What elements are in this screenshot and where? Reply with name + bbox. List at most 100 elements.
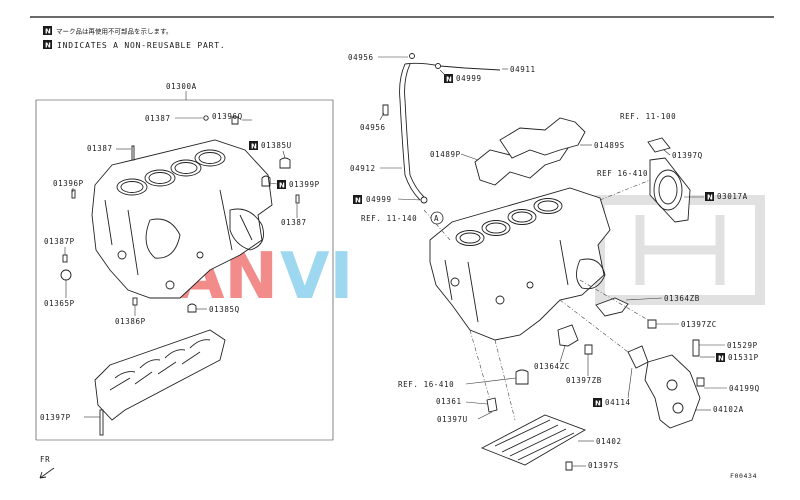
legend-japanese-text: マーク品は再使用不可部品を示します。 — [56, 27, 172, 36]
callout-04999-lower: 04999 — [366, 195, 392, 204]
leader-line — [559, 345, 566, 363]
sensor-ref — [515, 369, 529, 385]
left-small-parts — [60, 115, 300, 313]
watermark-logo-letter — [635, 215, 725, 285]
plug-01387P — [62, 254, 68, 263]
baffle-plate-drawing — [474, 117, 586, 186]
bolt-04956-lower — [382, 104, 389, 116]
leader-line — [663, 149, 671, 156]
small-right-parts — [486, 297, 657, 413]
bolt-01397ZB — [584, 344, 593, 355]
callout-01397Q: 01397Q — [672, 151, 703, 160]
non-reusable-mark — [249, 141, 258, 150]
plug-01385Q — [187, 303, 197, 313]
cap-bolt — [99, 409, 104, 436]
view-marker-a: A — [434, 214, 439, 223]
callout-04956: 04956 — [348, 53, 374, 62]
non-reusable-mark — [277, 180, 286, 189]
callout-01364ZB: 01364ZB — [664, 294, 700, 303]
callout-01399P: 01399P — [289, 180, 320, 189]
leader-line — [282, 150, 286, 159]
non-reusable-mark-letter: N — [707, 194, 713, 202]
plug-01399P — [261, 175, 271, 187]
callout-01387-right: 01387 — [281, 218, 307, 227]
watermark-text-blue: VI — [280, 240, 353, 314]
bearing-cap-drawing — [94, 329, 226, 436]
non-reusable-mark-letter: N — [595, 400, 601, 408]
callout-01489P: 01489P — [430, 150, 461, 159]
alignment-line — [559, 299, 629, 353]
alignment-line — [423, 209, 451, 241]
alignment-line — [579, 279, 649, 321]
left-assembly-frame — [35, 91, 334, 441]
callout-01387: 01387 — [145, 114, 171, 123]
callout-01397S: 01397S — [588, 461, 619, 470]
plug-01385U — [279, 157, 291, 169]
oring-04999-upper — [435, 63, 441, 69]
plug-01387 — [203, 115, 209, 121]
leader-line — [439, 69, 447, 77]
legend-english-text: INDICATES A NON-REUSABLE PART. — [57, 41, 226, 50]
pin-01386P — [132, 297, 138, 306]
non-reusable-mark-letter: N — [251, 143, 257, 151]
leader-line — [269, 182, 278, 185]
alignment-line — [469, 329, 491, 401]
non-reusable-mark-letter: N — [45, 28, 51, 36]
non-reusable-mark — [43, 26, 52, 35]
plug-01397Q — [647, 137, 671, 153]
assembly-frame-box — [35, 99, 334, 441]
non-reusable-mark — [353, 195, 362, 204]
callout-01489S: 01489S — [594, 141, 625, 150]
callout-01387P: 01387P — [44, 237, 75, 246]
callout-04102A: 04102A — [713, 405, 744, 414]
callout-01529P: 01529P — [727, 341, 758, 350]
front-arrow-icon — [39, 467, 55, 479]
leader-line — [465, 377, 517, 385]
leader-line — [627, 367, 633, 399]
oil-seal-drawing — [647, 137, 691, 223]
callout-01361: 01361 — [436, 397, 462, 406]
callout-01397U: 01397U — [437, 415, 468, 424]
bolt-04199Q — [696, 377, 705, 387]
callout-01365P: 01365P — [44, 299, 75, 308]
leader-line — [477, 411, 493, 420]
non-reusable-mark — [716, 353, 725, 362]
non-reusable-mark-letter: N — [279, 182, 285, 190]
right-cylinder-block-drawing — [429, 187, 611, 341]
dipstick-level-gauge — [404, 62, 501, 71]
left-cylinder-block-drawing — [91, 139, 273, 299]
non-reusable-mark — [43, 40, 52, 49]
legend: N マーク品は再使用不可部品を示します。 N INDICATES A NON-R… — [43, 26, 226, 50]
bolt-01387 — [131, 145, 135, 161]
plug-01396Q — [231, 116, 239, 125]
non-reusable-mark-letter: N — [446, 76, 452, 84]
callout-04912: 04912 — [350, 164, 376, 173]
bolt-01397S — [565, 461, 573, 471]
plug-01365P — [60, 269, 72, 281]
left-callouts: 01300A 01387 01396Q 01387 N 01385U 01396… — [40, 82, 320, 422]
callout-01397P: 01397P — [40, 413, 71, 422]
jet-01364ZC — [557, 324, 579, 347]
callout-ref-11-100: REF. 11-100 — [620, 112, 676, 121]
callout-ref-16-410: REF 16-410 — [597, 169, 648, 178]
callout-01385U: 01385U — [261, 141, 292, 150]
mount-04114 — [627, 345, 649, 369]
non-reusable-mark — [444, 74, 453, 83]
callout-01396Q: 01396Q — [212, 112, 243, 121]
engine-mount-bracket-drawing — [627, 339, 705, 429]
pin-01387 — [295, 194, 300, 204]
front-direction-indicator: FR — [39, 455, 55, 479]
view-marker-circle — [430, 211, 444, 225]
non-reusable-mark-letter: N — [355, 197, 361, 205]
non-reusable-mark — [705, 192, 714, 201]
illustration-code: F00434 — [730, 472, 757, 480]
callout-04114: 04114 — [605, 398, 631, 407]
bolt-04956 — [409, 53, 415, 59]
dipstick-drawing — [382, 53, 501, 204]
callout-04199Q: 04199Q — [729, 384, 760, 393]
callout-01397ZC: 01397ZC — [681, 320, 717, 329]
callout-01364ZC: 01364ZC — [534, 362, 570, 371]
plug-01396P — [71, 189, 76, 199]
callout-01397ZB: 01397ZB — [566, 376, 602, 385]
oring-04999 — [420, 196, 428, 204]
